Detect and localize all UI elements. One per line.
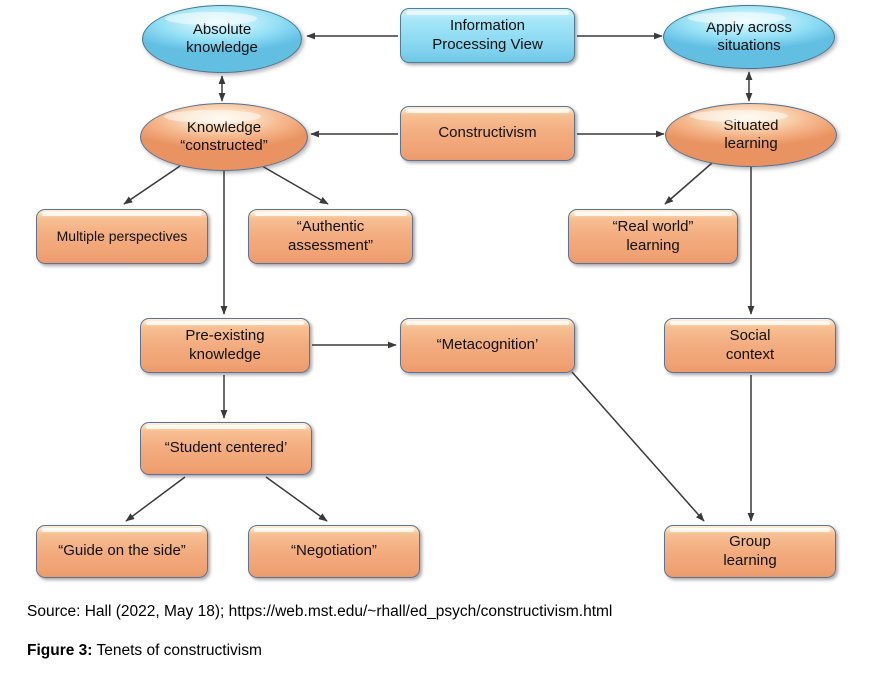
node-real-world-learning[interactable]: “Real world” learning — [568, 209, 738, 264]
edge-student-centered-to-guide-on-the-side — [125, 476, 186, 522]
node-label: Information Processing View — [432, 17, 543, 53]
edge-knowledge-constructed-to-authentic-assessment — [261, 165, 329, 205]
node-label: “Negotiation” — [291, 542, 377, 560]
node-multiple-perspectives[interactable]: Multiple perspectives — [36, 209, 208, 264]
caption-block: Source: Hall (2022, May 18); https://web… — [0, 598, 885, 674]
node-label: Constructivism — [438, 124, 537, 142]
node-label: Multiple perspectives — [56, 227, 188, 244]
edge-metacognition-to-group-learning — [571, 371, 705, 522]
figure-caption-text: Tenets of constructivism — [92, 642, 262, 659]
node-negotiation[interactable]: “Negotiation” — [248, 525, 420, 578]
node-label: “Metacognition’ — [436, 336, 539, 354]
node-student-centered[interactable]: “Student centered’ — [140, 422, 312, 475]
constructivism-diagram: Information Processing View Absolute kno… — [36, 5, 837, 578]
node-authentic-assessment[interactable]: “Authentic assessment” — [248, 209, 413, 264]
edge-knowledge-constructed-to-multiple-perspectives — [123, 165, 181, 205]
node-situated-learning[interactable]: Situated learning — [665, 103, 837, 167]
edge-student-centered-to-negotiation — [265, 476, 328, 522]
node-label: Group learning — [723, 533, 777, 569]
node-label: Social context — [725, 327, 775, 363]
node-label: Knowledge “constructed” — [180, 118, 268, 154]
edge-layer — [123, 32, 755, 522]
node-label: Situated learning — [723, 116, 779, 152]
figure-caption: Figure 3: Tenets of constructivism — [27, 642, 262, 660]
node-constructivism[interactable]: Constructivism — [400, 106, 575, 161]
node-label: Pre-existing knowledge — [185, 327, 265, 363]
node-apply-across-situations[interactable]: Apply across situations — [663, 5, 835, 69]
node-label: Apply across situations — [706, 18, 792, 54]
node-label: Absolute knowledge — [186, 20, 258, 56]
node-guide-on-the-side[interactable]: “Guide on the side” — [36, 525, 208, 578]
node-pre-existing-knowledge[interactable]: Pre-existing knowledge — [140, 318, 310, 373]
node-social-context[interactable]: Social context — [664, 318, 836, 373]
node-label: “Authentic assessment” — [287, 218, 374, 254]
node-knowledge-constructed[interactable]: Knowledge “constructed” — [140, 103, 308, 171]
node-label: “Real world” learning — [612, 218, 694, 254]
edge-situated-learning-to-real-world-learning — [664, 162, 713, 205]
figure-number: Figure 3: — [27, 642, 93, 659]
node-label: “Student centered’ — [164, 439, 288, 457]
node-absolute-knowledge[interactable]: Absolute knowledge — [142, 5, 302, 73]
node-label: “Guide on the side” — [58, 542, 186, 560]
node-information-processing-view[interactable]: Information Processing View — [400, 8, 575, 63]
node-group-learning[interactable]: Group learning — [664, 525, 836, 578]
source-line: Source: Hall (2022, May 18); https://web… — [27, 603, 613, 620]
node-metacognition[interactable]: “Metacognition’ — [400, 318, 575, 373]
